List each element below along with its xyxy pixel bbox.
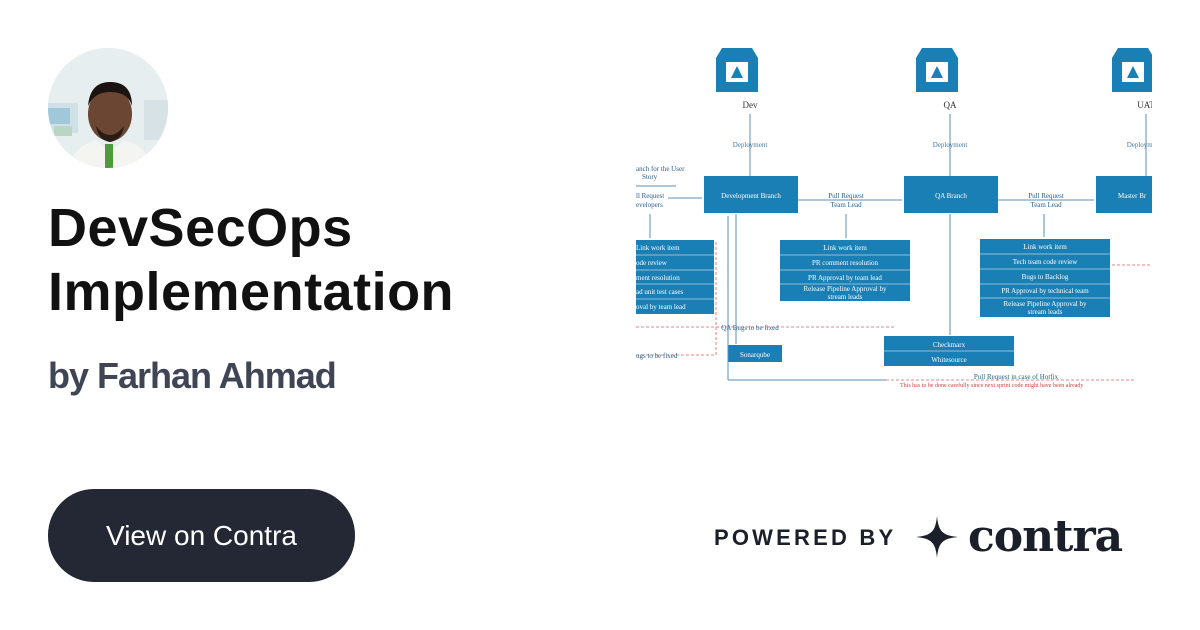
qa-check-1: Link work item [823,244,867,252]
dev-check-5: oval by team lead [636,303,686,311]
qa-checklist: Link work item PR comment resolution PR … [780,240,910,301]
dev-check-2: ode review [636,259,668,267]
development-branch-label: Development Branch [721,192,781,200]
deployment-label-qa: Deployment [933,141,968,149]
author-byline: by Farhan Ahmad [48,355,337,396]
master-check-6: stream leads [1028,308,1063,316]
sonarqube-label: Sonarqube [740,351,770,359]
qa-branch-box [904,176,998,213]
qa-bugs-label: QA Bugs to be fixed [721,324,779,332]
title-line-1: DevSecOps [48,198,353,258]
author-avatar [48,48,168,168]
dev-checklist: Link work item ode review ment resolutio… [636,240,714,314]
master-check-2: Tech team code review [1013,258,1079,266]
checkmarx-label: Checkmarx [933,341,966,349]
master-branch-label: Master Br [1118,192,1147,200]
qa-check-5: stream leads [828,293,863,301]
master-checklist: Link work item Tech team code review Bug… [980,239,1110,317]
master-check-1: Link work item [1023,243,1067,251]
qa-check-3: PR Approval by team lead [808,274,882,282]
bugs-fixed-label: ugs to be fixed [636,352,678,360]
dev-environment-icon [716,48,758,92]
deployment-label-uat: Deployment [1127,141,1152,149]
env-label-dev: Dev [743,100,758,110]
master-check-4: PR Approval by technical team [1001,287,1089,295]
title-line-2: Implementation [48,262,455,322]
qa-check-4: Release Pipeline Approval by [803,285,887,293]
project-title: DevSecOps Implementation [48,196,608,324]
env-label-uat: UAT [1137,100,1152,110]
uat-environment-icon [1112,48,1152,92]
dev-check-1: Link work item [636,244,680,252]
story-line-2: Story [642,173,658,181]
pr-label-1b: Team Lead [830,201,862,209]
qa-environment-icon [916,48,958,92]
pr-label-2a: Pull Request [1028,192,1064,200]
hotfix-note: This has to be done carefully since next… [900,382,1083,389]
powered-by-label: POWERED BY [714,525,897,550]
project-preview-image: Dev QA UAT Deployment Deployment Deploym… [636,40,1152,396]
dev-pr-line-2: evelopers [636,201,663,209]
dev-pr-line-1: ll Request [636,192,664,200]
workflow-diagram: Dev QA UAT Deployment Deployment Deploym… [636,48,1152,389]
master-check-3: Bugs to Backlog [1022,273,1069,281]
deployment-label-dev: Deployment [733,141,768,149]
master-check-5: Release Pipeline Approval by [1003,300,1087,308]
contra-wordmark: contra [968,511,1123,562]
dev-check-4: ad unit test cases [636,288,684,296]
sonarqube-box [728,345,782,362]
story-line-1: anch for the User [636,165,685,173]
qa-branch-label: QA Branch [935,192,967,200]
author-photo [48,48,168,168]
env-label-qa: QA [944,100,957,110]
pr-label-2b: Team Lead [1030,201,1062,209]
qa-check-2: PR comment resolution [812,259,879,267]
contra-star-icon [916,516,958,558]
contra-logo[interactable]: contra [914,511,1123,562]
master-branch-box [1096,176,1152,213]
hotfix-pr-label: Pull Request in case of Hotfix [974,373,1059,381]
dev-check-3: ment resolution [636,274,680,282]
view-on-contra-button[interactable]: View on Contra [48,489,355,582]
whitesource-label: Whitesource [931,356,966,364]
development-branch-box [704,176,798,213]
pr-label-1a: Pull Request [828,192,864,200]
